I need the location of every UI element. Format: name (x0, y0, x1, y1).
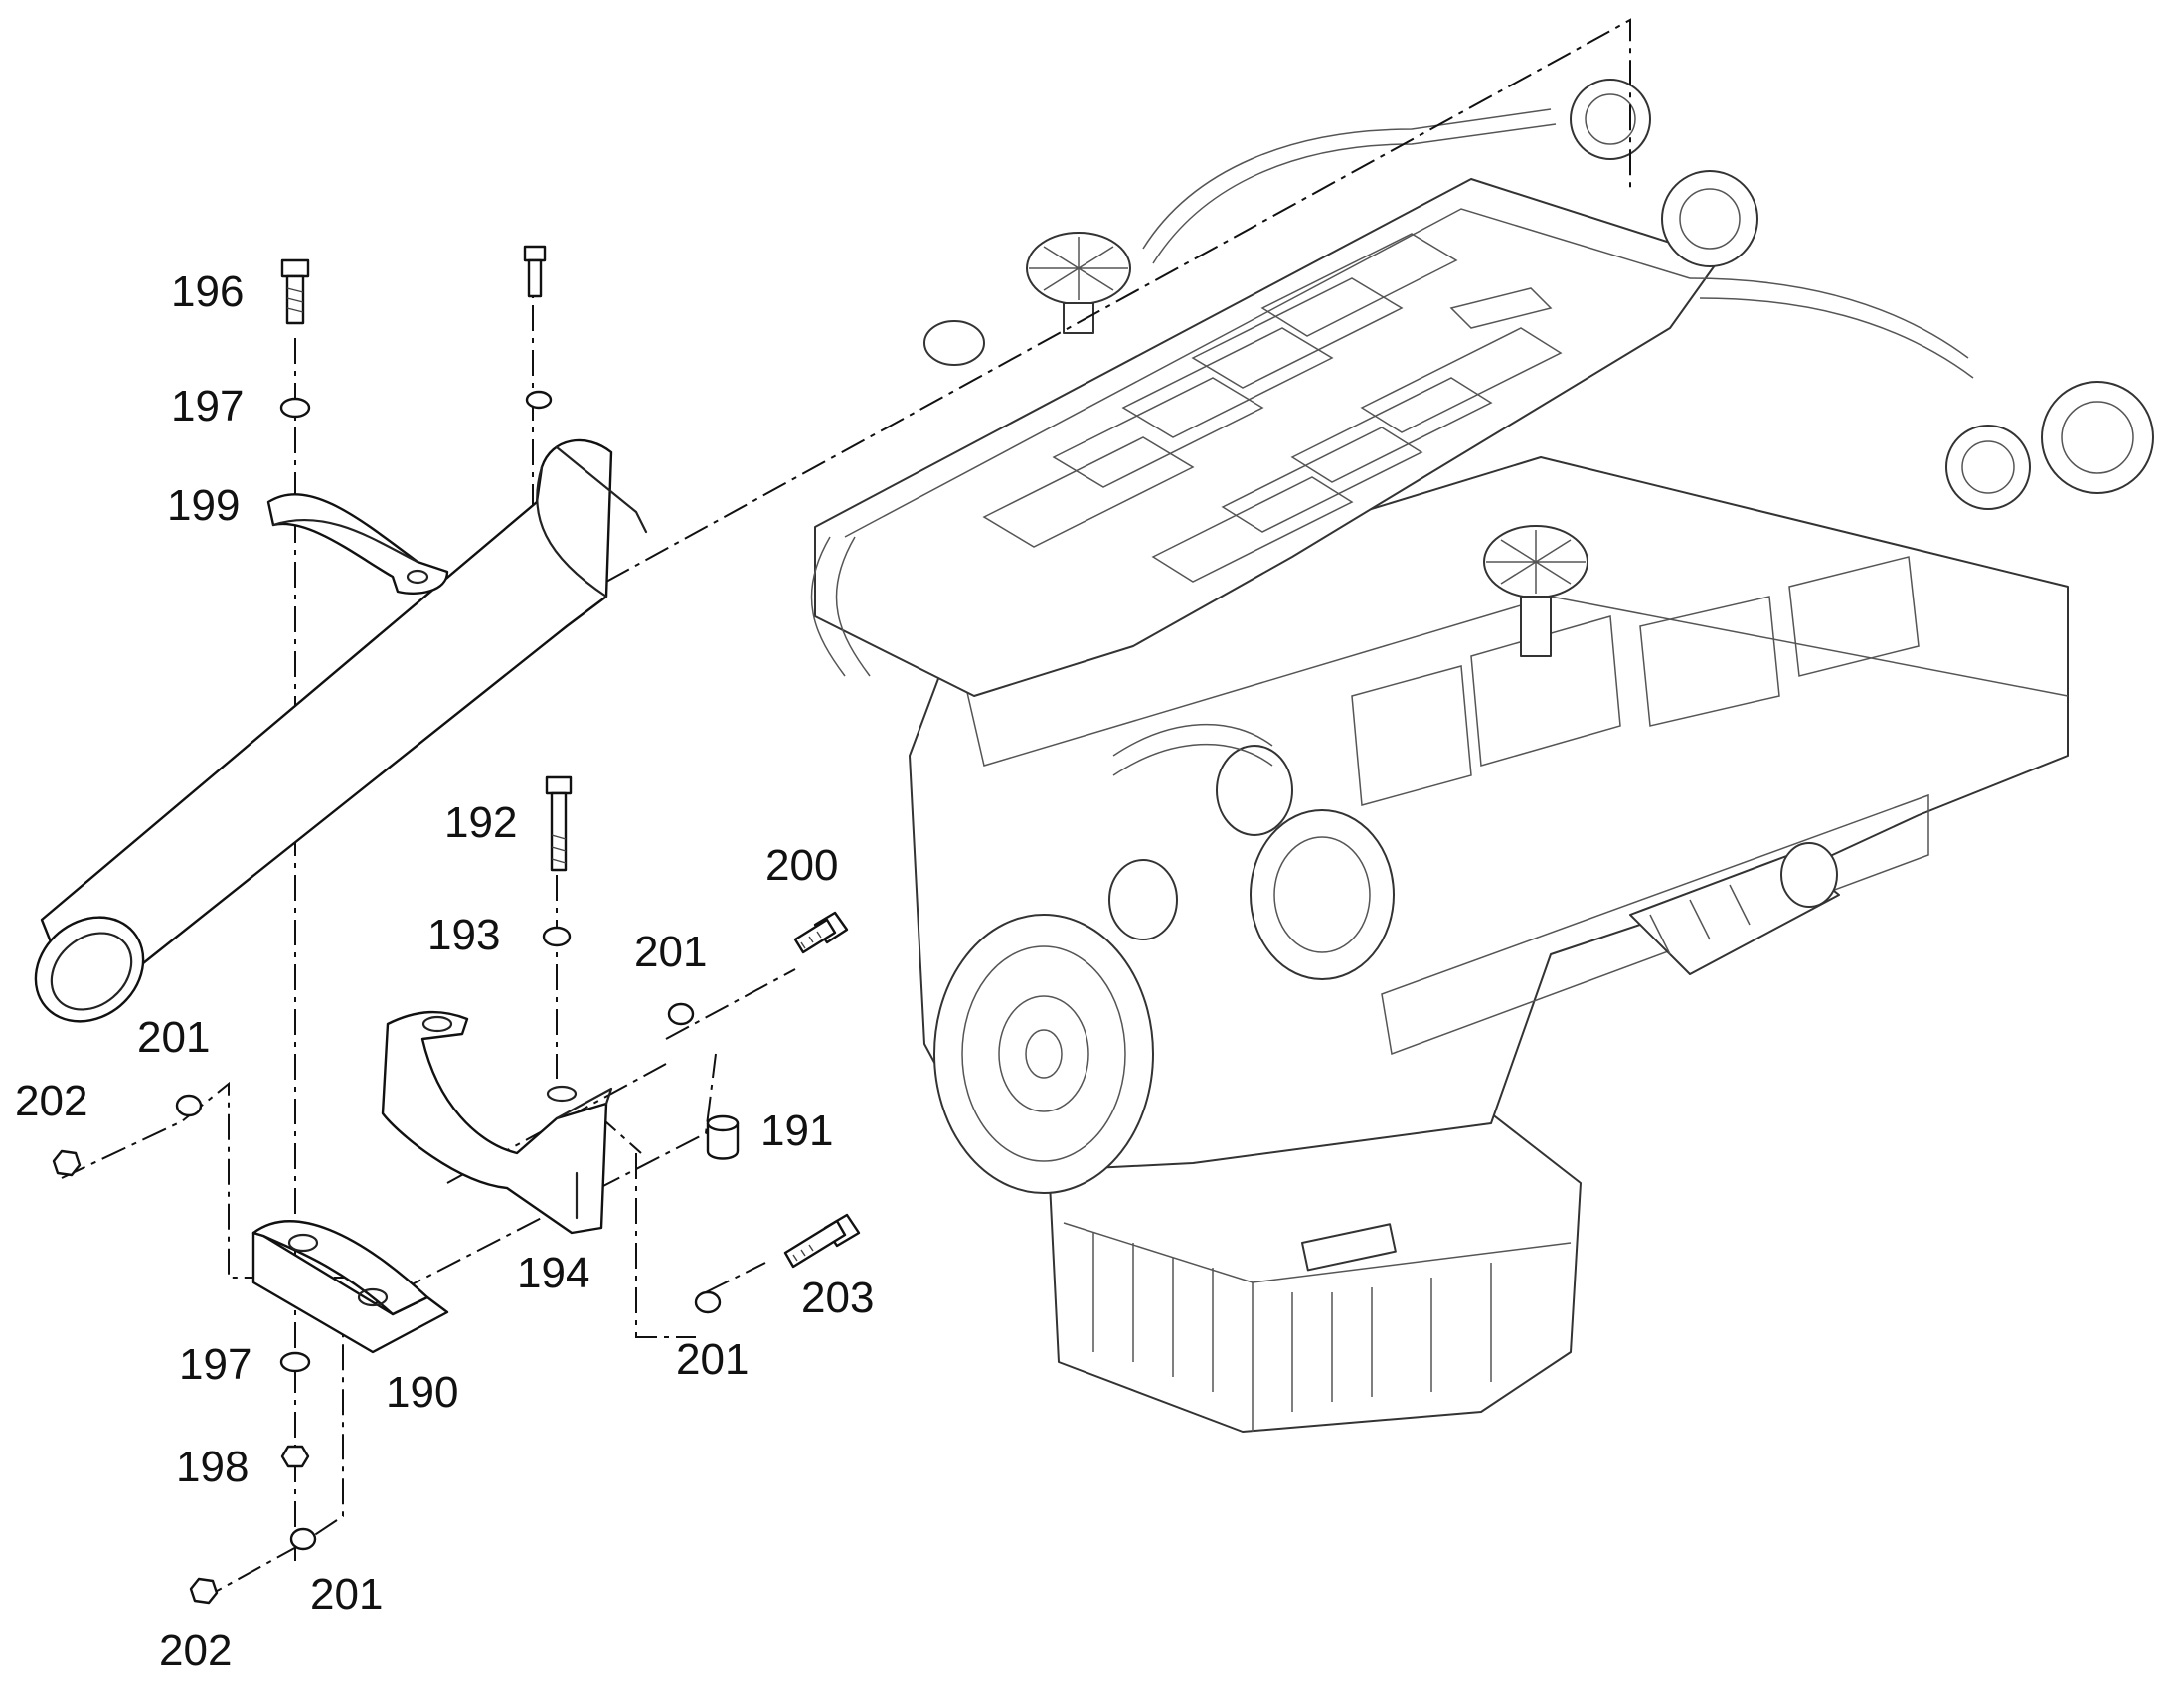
handwheel-icon (1483, 525, 1588, 657)
vibration-damper (933, 914, 1154, 1194)
bolt-196 (280, 258, 310, 325)
washer-upper (525, 390, 553, 410)
callout-201-upper: 201 (634, 928, 707, 976)
washer-201-c (694, 1290, 722, 1314)
washer-201-d (289, 1527, 317, 1551)
callout-199: 199 (167, 481, 240, 530)
callout-201-middle: 201 (676, 1335, 749, 1384)
callout-201-left: 201 (137, 1013, 210, 1062)
engine-assembly (810, 79, 2154, 1433)
callout-202-lower: 202 (159, 1626, 232, 1675)
callout-197-upper: 197 (171, 382, 244, 430)
nut-202-a (52, 1149, 82, 1177)
handwheel-icon (1026, 232, 1131, 334)
nut-198 (280, 1445, 310, 1468)
bolt-203 (783, 1213, 861, 1269)
washer-197-lower (279, 1351, 311, 1373)
callout-190: 190 (386, 1368, 458, 1417)
callout-198: 198 (176, 1443, 249, 1491)
washer-201-b (667, 1002, 695, 1026)
washer-193 (542, 926, 572, 947)
callout-197-lower: 197 (179, 1340, 251, 1389)
washer-201-a (175, 1094, 203, 1117)
bracket-190 (251, 1220, 449, 1354)
callout-labels: 196 197 199 192 193 200 201 201 202 191 … (15, 267, 874, 1675)
bolt-192 (545, 775, 573, 872)
exhaust-pipe (34, 438, 648, 1023)
callout-201-lower: 201 (310, 1570, 383, 1619)
callout-196: 196 (171, 267, 244, 316)
callout-194: 194 (517, 1249, 589, 1297)
spacer-191 (706, 1114, 740, 1160)
callout-203: 203 (801, 1274, 874, 1322)
callout-200: 200 (765, 841, 838, 890)
clamp-199 (266, 493, 449, 595)
callout-202-left: 202 (15, 1077, 87, 1125)
washer-197 (279, 397, 311, 419)
nut-202-b (189, 1577, 219, 1605)
callout-191: 191 (760, 1107, 833, 1155)
bolt-upper (523, 245, 547, 298)
callout-192: 192 (444, 798, 517, 847)
bolt-200 (793, 911, 849, 954)
callout-193: 193 (427, 911, 500, 959)
bracket-194 (381, 1010, 613, 1235)
